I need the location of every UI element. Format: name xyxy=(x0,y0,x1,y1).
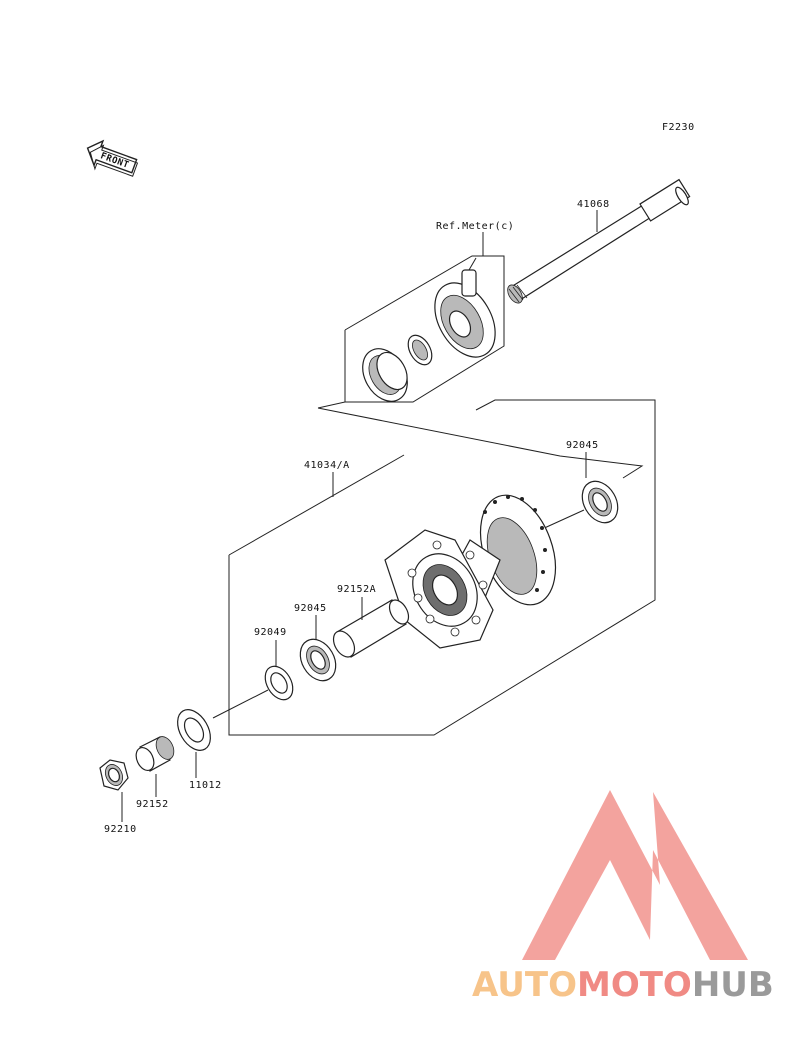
axle-shaft xyxy=(507,178,691,304)
callout-spacer-long: 92152A xyxy=(337,584,376,595)
watermark-text: AUTOMOTOHUB xyxy=(472,965,774,1005)
front-arrow-icon: FRONT xyxy=(86,139,139,177)
callout-bearing-right: 92045 xyxy=(566,440,599,451)
watermark-part-moto: MOTO xyxy=(577,965,692,1005)
callout-collar: 11012 xyxy=(189,780,222,791)
watermark-part-auto: AUTO xyxy=(472,965,577,1005)
meter-group-box xyxy=(317,232,505,409)
callout-axle-nut: 92210 xyxy=(104,824,137,835)
callout-bearing-left: 92045 xyxy=(294,603,327,614)
spacer-short xyxy=(135,736,175,772)
meter-ring xyxy=(362,348,408,402)
ref-meter-label: Ref.Meter(c) xyxy=(436,221,514,232)
callout-hub: 41034/A xyxy=(304,460,350,471)
meter-drive-clip xyxy=(407,334,433,366)
bearing-left xyxy=(299,638,337,682)
callout-spacer-short: 92152 xyxy=(136,799,169,810)
axle-nut xyxy=(99,759,129,791)
watermark-part-hub: HUB xyxy=(692,965,774,1005)
spacer-long xyxy=(332,599,410,658)
automotohub-logo-icon xyxy=(522,790,748,960)
collar xyxy=(177,709,211,751)
figure-code: F2230 xyxy=(662,122,695,133)
callout-oil-seal: 92049 xyxy=(254,627,287,638)
hub-group-box xyxy=(228,399,656,736)
meter-gearbox xyxy=(434,257,496,358)
oil-seal xyxy=(264,665,294,701)
bearing-right xyxy=(581,480,619,524)
callout-axle: 41068 xyxy=(577,199,610,210)
wheel-hub xyxy=(384,494,557,649)
